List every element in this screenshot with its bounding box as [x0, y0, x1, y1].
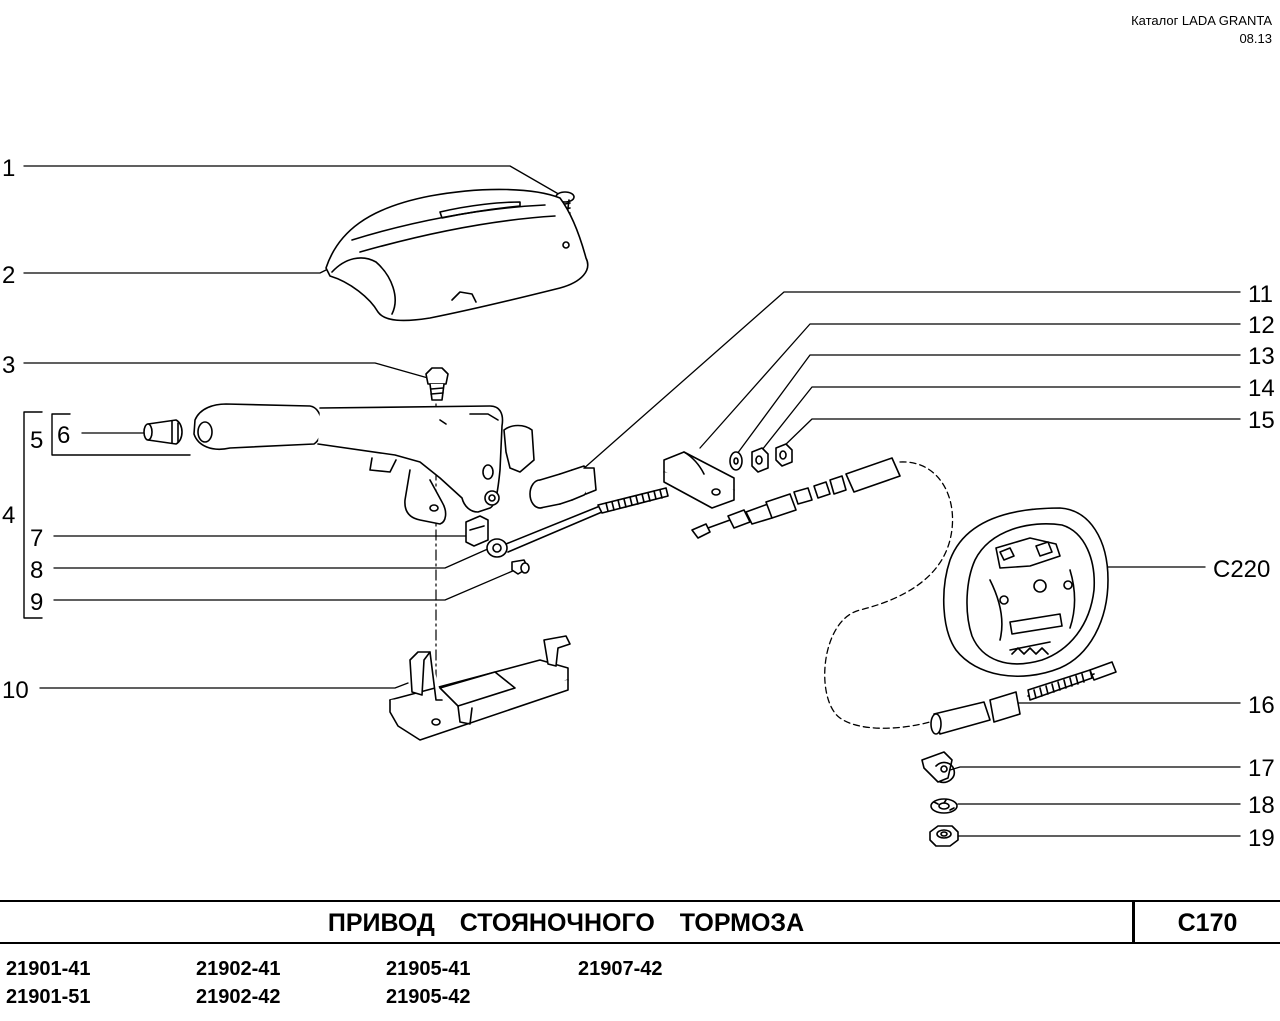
title-bar: ПРИВОД СТОЯНОЧНОГО ТОРМОЗА C170 — [0, 900, 1280, 944]
leader-lines — [23, 165, 1241, 837]
model-code: 21902-42 — [196, 986, 281, 1008]
callout-18: 18 — [1248, 792, 1275, 819]
model-code: 21905-42 — [386, 986, 471, 1008]
cable-rear-end-part-16 — [930, 661, 1117, 735]
model-code: 21901-41 — [6, 958, 91, 980]
callout-19: 19 — [1248, 825, 1275, 852]
catalog-date: 08.13 — [1239, 31, 1272, 46]
callout-15: 15 — [1248, 407, 1275, 434]
callout-1: 1 — [2, 155, 15, 182]
parts-diagram: 1 2 3 4 5 6 7 8 9 10 11 12 13 14 15 C220… — [2, 155, 1275, 852]
pin-part-9 — [511, 559, 530, 575]
cable-bracket-part-12 — [663, 451, 735, 509]
callout-8: 8 — [30, 557, 43, 584]
model-code: 21907-42 — [578, 958, 663, 980]
callout-4: 4 — [2, 502, 15, 529]
washer-part-13 — [729, 451, 743, 471]
cable-clamp-part-17 — [921, 751, 956, 784]
callout-11: 11 — [1248, 281, 1273, 308]
group-brackets — [23, 411, 191, 619]
callout-7: 7 — [30, 525, 43, 552]
callout-c220: C220 — [1213, 556, 1270, 583]
base-bracket-part-10 — [389, 635, 571, 741]
callout-3: 3 — [2, 352, 15, 379]
callout-12: 12 — [1248, 312, 1275, 339]
cable-front-end — [691, 457, 901, 539]
callout-6: 6 — [57, 422, 70, 449]
clip-part-7 — [465, 515, 489, 547]
brake-backplate-c220 — [942, 507, 1109, 678]
threaded-rod-part-8 — [486, 487, 669, 558]
callout-13: 13 — [1248, 343, 1275, 370]
nut-part-14 — [751, 447, 769, 473]
rubber-boot-part-11 — [529, 465, 597, 509]
page-title: ПРИВОД СТОЯНОЧНОГО ТОРМОЗА — [327, 909, 805, 937]
callout-9: 9 — [30, 589, 43, 616]
model-code: 21905-41 — [386, 958, 471, 980]
lock-washer-part-18 — [930, 798, 958, 814]
nut-part-15 — [775, 443, 793, 467]
handbrake-lever-part-5 — [193, 403, 535, 525]
model-code: 21901-51 — [6, 986, 91, 1008]
catalog-title: Каталог LADA GRANTA — [1131, 13, 1272, 28]
lever-cover-part-2 — [325, 188, 589, 322]
bolt-part-3 — [425, 367, 449, 401]
model-code: 21902-41 — [196, 958, 281, 980]
callout-16: 16 — [1248, 692, 1275, 719]
lever-cap-part-6 — [143, 419, 183, 445]
callout-10: 10 — [2, 677, 29, 704]
title-divider — [1132, 902, 1135, 942]
cable-path — [824, 461, 954, 729]
callout-17: 17 — [1248, 755, 1275, 782]
callout-14: 14 — [1248, 375, 1275, 402]
callout-5: 5 — [30, 427, 43, 454]
page-code: C170 — [1177, 909, 1238, 937]
callout-2: 2 — [2, 262, 15, 289]
nut-part-19 — [929, 825, 959, 847]
